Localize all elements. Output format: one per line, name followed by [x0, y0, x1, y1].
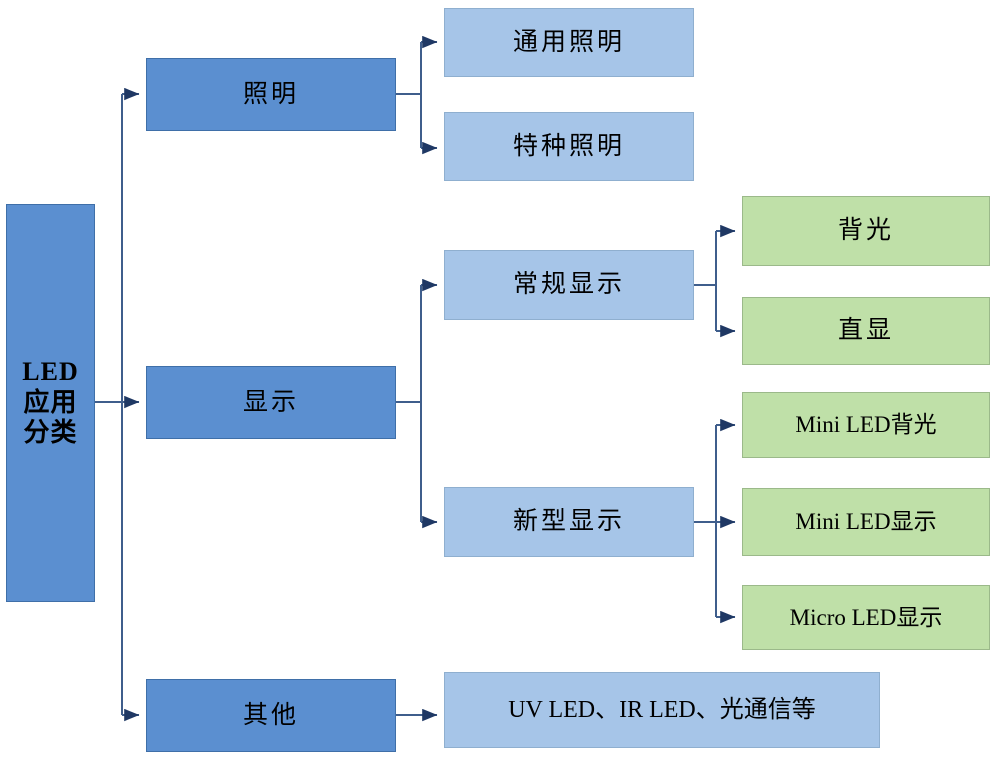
- node-uv-ir-optical[interactable]: UV LED、IR LED、光通信等: [444, 672, 880, 748]
- node-general-lighting[interactable]: 通用照明: [444, 8, 694, 77]
- node-special-lighting[interactable]: 特种照明: [444, 112, 694, 181]
- node-display[interactable]: 显示: [146, 366, 396, 439]
- node-micro-led-display[interactable]: Micro LED显示: [742, 585, 990, 650]
- node-new-display[interactable]: 新型显示: [444, 487, 694, 557]
- node-direct-display[interactable]: 直显: [742, 297, 990, 365]
- node-lighting[interactable]: 照明: [146, 58, 396, 131]
- node-mini-led-display[interactable]: Mini LED显示: [742, 488, 990, 556]
- node-conventional-display[interactable]: 常规显示: [444, 250, 694, 320]
- node-backlight[interactable]: 背光: [742, 196, 990, 266]
- node-other[interactable]: 其他: [146, 679, 396, 752]
- node-mini-led-backlight[interactable]: Mini LED背光: [742, 392, 990, 458]
- node-root[interactable]: LED 应用 分类: [6, 204, 95, 602]
